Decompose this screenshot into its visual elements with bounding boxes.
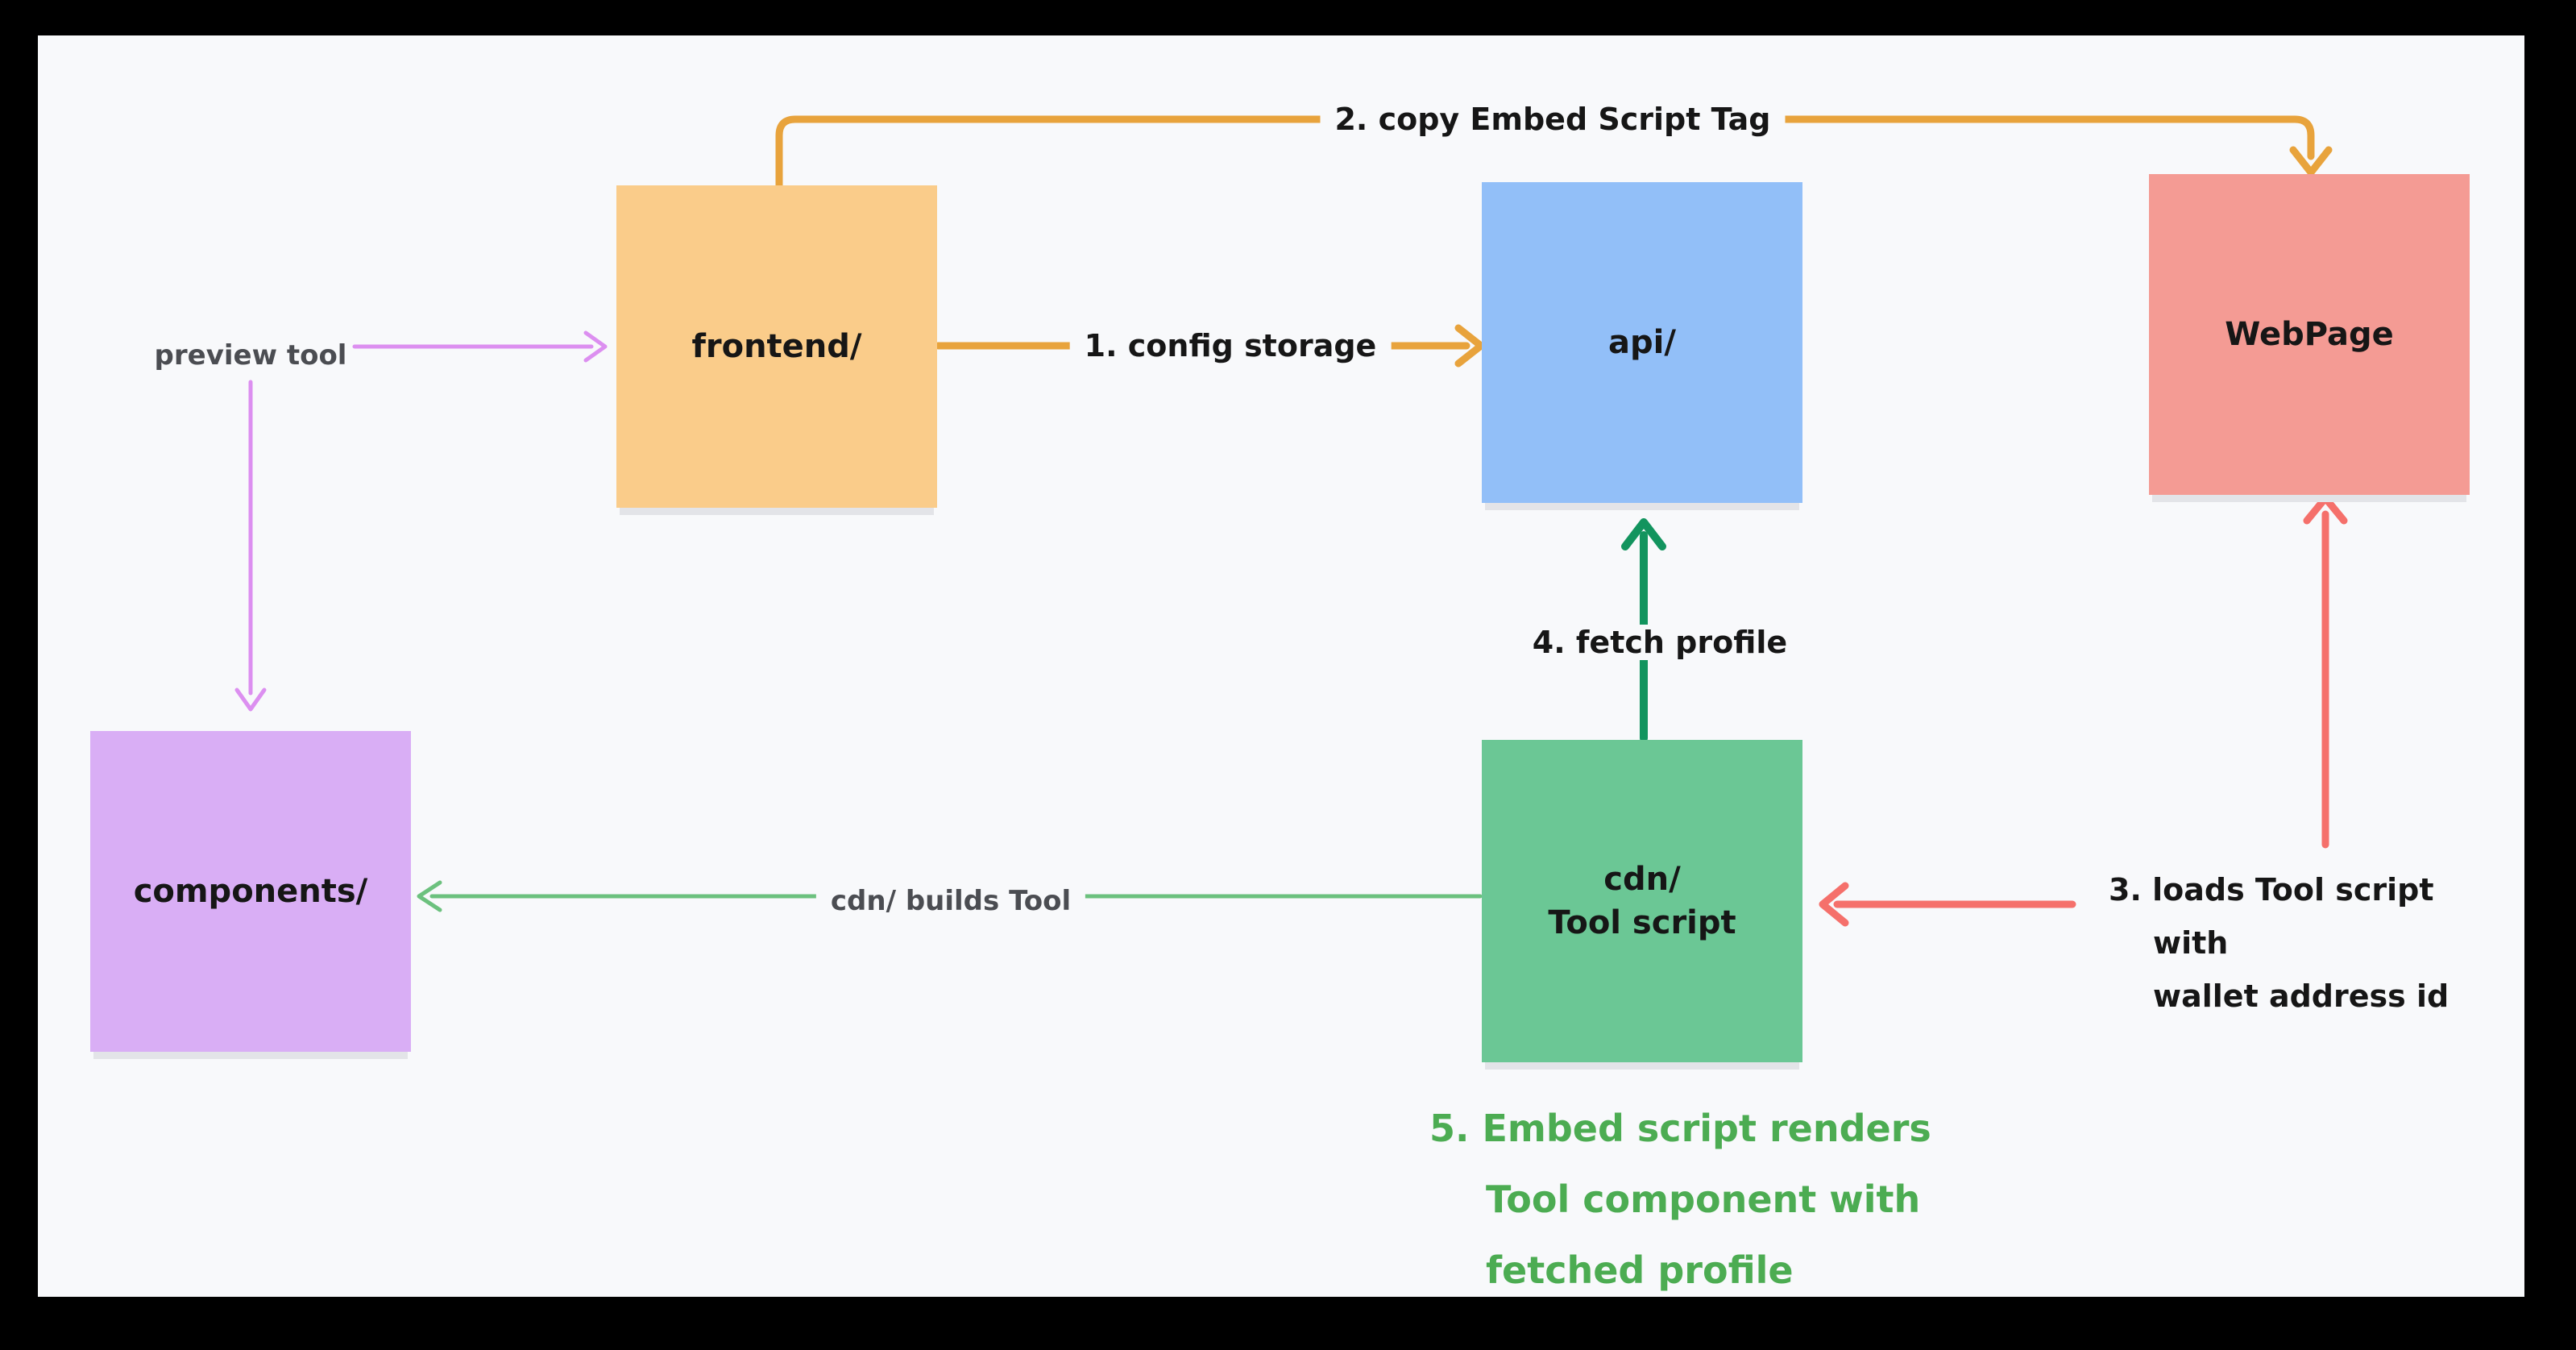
step5-line1: 5. Embed script renders [1429,1107,1931,1150]
arrowhead-copy-embed-script [2289,146,2333,177]
label-preview-tool: preview tool [154,339,347,372]
arrowhead-loads-script-left [1819,882,1849,927]
arrowhead-preview-to-frontend [583,330,608,363]
node-components-label: components/ [133,873,368,910]
arrowhead-fetch-profile [1621,518,1666,550]
step5-line3: fetched profile [1486,1248,1794,1292]
node-cdn-label-line2: Tool script [1548,904,1736,941]
label-cdn-builds-tool: cdn/ builds Tool [815,885,1086,917]
node-cdn-label-line1: cdn/ [1603,861,1681,898]
node-cdn: cdn/ Tool script [1482,740,1802,1062]
arrowhead-cdn-builds-tool [417,880,442,912]
label-fetch-profile: 4. fetch profile [1517,625,1802,660]
arrowhead-config-storage [1454,324,1485,368]
label-step5-embed-renders: 5. Embed script renders Tool component w… [1429,1093,1931,1306]
diagram-canvas [38,35,2524,1297]
loads-tool-script-line3: wallet address id [2153,978,2449,1014]
loads-tool-script-line1: 3. loads Tool script [2109,872,2434,908]
node-components: components/ [90,731,411,1052]
node-api-label: api/ [1608,324,1676,361]
node-api: api/ [1482,182,1802,503]
node-webpage-label: WebPage [2225,316,2394,353]
node-frontend-label: frontend/ [691,328,862,365]
arrowhead-loads-script-up [2303,494,2348,525]
arrowhead-preview-to-components [234,687,267,712]
label-config-storage: 1. config storage [1069,328,1392,363]
label-copy-embed-script: 2. copy Embed Script Tag [1320,102,1786,137]
node-frontend: frontend/ [616,185,937,508]
node-webpage: WebPage [2149,174,2470,495]
step5-line2: Tool component with [1486,1178,1921,1221]
loads-tool-script-line2: with [2153,925,2229,961]
label-loads-tool-script: 3. loads Tool script with wallet address… [2109,863,2449,1023]
